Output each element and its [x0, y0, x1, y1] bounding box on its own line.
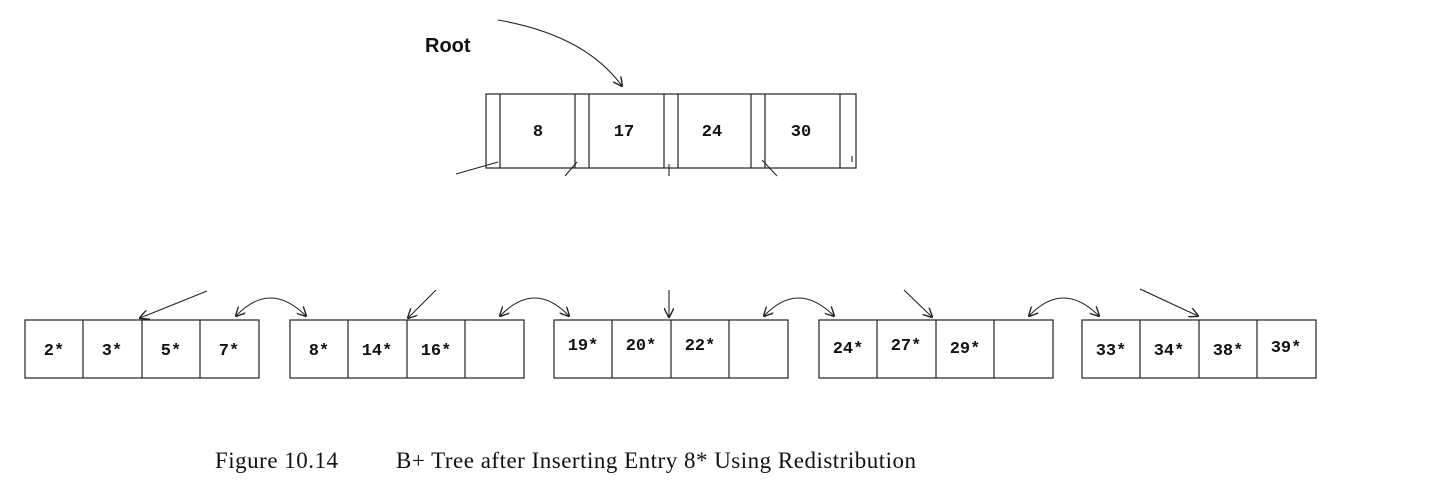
incoming-arrow	[140, 290, 208, 318]
leaf-node: 33* 34* 38* 39*	[1081, 319, 1317, 379]
leaf-node: 8* 14* 16*	[289, 319, 525, 379]
root-key: 30	[791, 123, 811, 142]
leaf-node: 19* 20* 22*	[553, 319, 789, 379]
root-key: 17	[614, 123, 634, 142]
sibling-link-arrow	[1029, 297, 1099, 316]
sibling-link-arrow	[236, 297, 306, 316]
leaf-entry: 16*	[421, 342, 452, 361]
sibling-links	[236, 297, 1099, 316]
leaf-entry: 27*	[891, 337, 922, 356]
leaf-entry: 39*	[1271, 339, 1302, 358]
incoming-arrow	[408, 289, 437, 318]
leaf-entry: 8*	[309, 342, 329, 361]
leaf-level: 2* 3* 5* 7* 8* 14* 16* 19* 20* 22*	[24, 319, 1317, 379]
leaf-node: 2* 3* 5* 7*	[24, 319, 260, 379]
leaf-entry: 7*	[219, 342, 239, 361]
figure-caption: B+ Tree after Inserting Entry 8* Using R…	[396, 448, 917, 473]
child-pointer	[564, 161, 578, 177]
figure-number: Figure 10.14	[215, 448, 339, 473]
child-pointer	[455, 161, 499, 175]
incoming-arrow	[1139, 288, 1198, 316]
parent-to-leaf-arrows	[140, 288, 1198, 318]
leaf-entry: 38*	[1213, 342, 1244, 361]
leaf-entry: 29*	[950, 340, 981, 359]
leaf-entry: 33*	[1096, 342, 1127, 361]
leaf-entry: 24*	[833, 340, 864, 359]
leaf-entry: 3*	[102, 342, 122, 361]
incoming-arrow	[903, 289, 932, 317]
leaf-entry: 5*	[161, 342, 181, 361]
leaf-entry: 20*	[626, 337, 657, 356]
root-key: 24	[702, 123, 722, 142]
leaf-entry: 14*	[362, 342, 393, 361]
leaf-entry: 22*	[685, 337, 716, 356]
child-pointer	[761, 159, 778, 177]
root-key: 8	[533, 123, 543, 142]
root-pointer-arrow	[497, 19, 622, 86]
root-label: Root	[425, 35, 471, 57]
root-node: 8 17 24 30	[455, 93, 857, 177]
sibling-link-arrow	[764, 297, 834, 316]
leaf-node: 24* 27* 29*	[818, 319, 1054, 379]
leaf-entry: 19*	[568, 337, 599, 356]
sibling-link-arrow	[500, 297, 569, 316]
leaf-entry: 2*	[44, 342, 64, 361]
leaf-entry: 34*	[1154, 342, 1185, 361]
root-node-outline	[485, 93, 857, 169]
